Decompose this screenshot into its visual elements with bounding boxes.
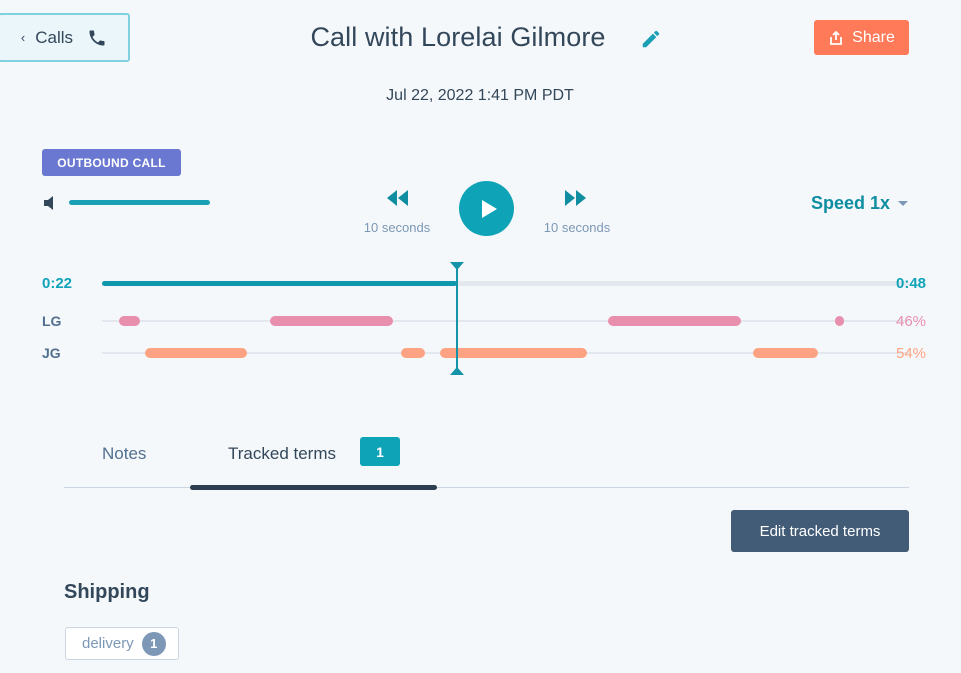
speaker-track-lg[interactable] xyxy=(102,320,909,322)
chevron-left-icon: ‹ xyxy=(20,30,26,45)
speaker-segment[interactable] xyxy=(119,316,140,326)
playback-speed-dropdown[interactable]: Speed 1x xyxy=(811,193,909,214)
back-to-calls-button[interactable]: ‹ Calls xyxy=(0,13,130,62)
term-label: delivery xyxy=(82,635,134,652)
call-date: Jul 22, 2022 1:41 PM PDT xyxy=(386,87,574,104)
play-icon xyxy=(481,199,497,218)
page-title: Call with Lorelai Gilmore xyxy=(310,22,606,52)
share-button[interactable]: Share xyxy=(814,20,909,55)
call-type-badge: OUTBOUND CALL xyxy=(42,149,181,176)
total-time: 0:48 xyxy=(896,275,927,292)
rewind-icon[interactable] xyxy=(384,188,410,208)
current-time: 0:22 xyxy=(42,275,73,292)
rewind-label: 10 seconds xyxy=(363,220,431,235)
phone-icon xyxy=(89,30,105,45)
speed-label: Speed 1x xyxy=(811,193,891,213)
speaker-talk-percent-jg: 54% xyxy=(896,345,927,362)
speaker-label-jg: JG xyxy=(42,345,61,361)
pencil-edit-icon[interactable] xyxy=(640,28,662,50)
speaker-segment[interactable] xyxy=(608,316,741,326)
speaker-segment[interactable] xyxy=(270,316,393,326)
volume-slider[interactable] xyxy=(69,200,210,205)
playhead-handle-top[interactable] xyxy=(450,262,464,270)
playhead-handle-bottom[interactable] xyxy=(450,367,464,375)
tracked-term-chip[interactable]: delivery 1 xyxy=(65,627,179,660)
speaker-segment[interactable] xyxy=(401,348,425,358)
speaker-segment[interactable] xyxy=(440,348,587,358)
speaker-segment[interactable] xyxy=(753,348,818,358)
playhead[interactable] xyxy=(456,266,458,372)
speaker-label-lg: LG xyxy=(42,313,62,329)
edit-tracked-terms-button[interactable]: Edit tracked terms xyxy=(731,510,909,552)
term-count-badge: 1 xyxy=(141,631,166,656)
back-button-label: Calls xyxy=(35,27,74,47)
volume-icon[interactable] xyxy=(42,193,62,213)
play-button[interactable] xyxy=(459,181,514,236)
share-icon xyxy=(830,30,843,45)
speaker-segment[interactable] xyxy=(835,316,844,326)
tracked-term-category: Shipping xyxy=(64,581,150,603)
fast-forward-icon[interactable] xyxy=(563,188,589,208)
tab-divider xyxy=(64,487,909,488)
caret-down-icon xyxy=(898,201,909,206)
forward-label: 10 seconds xyxy=(543,220,611,235)
tracked-terms-count-badge: 1 xyxy=(360,437,400,466)
active-tab-indicator xyxy=(190,485,437,490)
speaker-segment[interactable] xyxy=(145,348,247,358)
timeline-progress xyxy=(102,281,458,286)
tab-notes[interactable]: Notes xyxy=(102,444,147,463)
tab-tracked-terms[interactable]: Tracked terms xyxy=(228,444,337,463)
share-label: Share xyxy=(852,28,895,46)
timeline-track[interactable] xyxy=(102,281,909,286)
speaker-talk-percent-lg: 46% xyxy=(896,313,927,330)
